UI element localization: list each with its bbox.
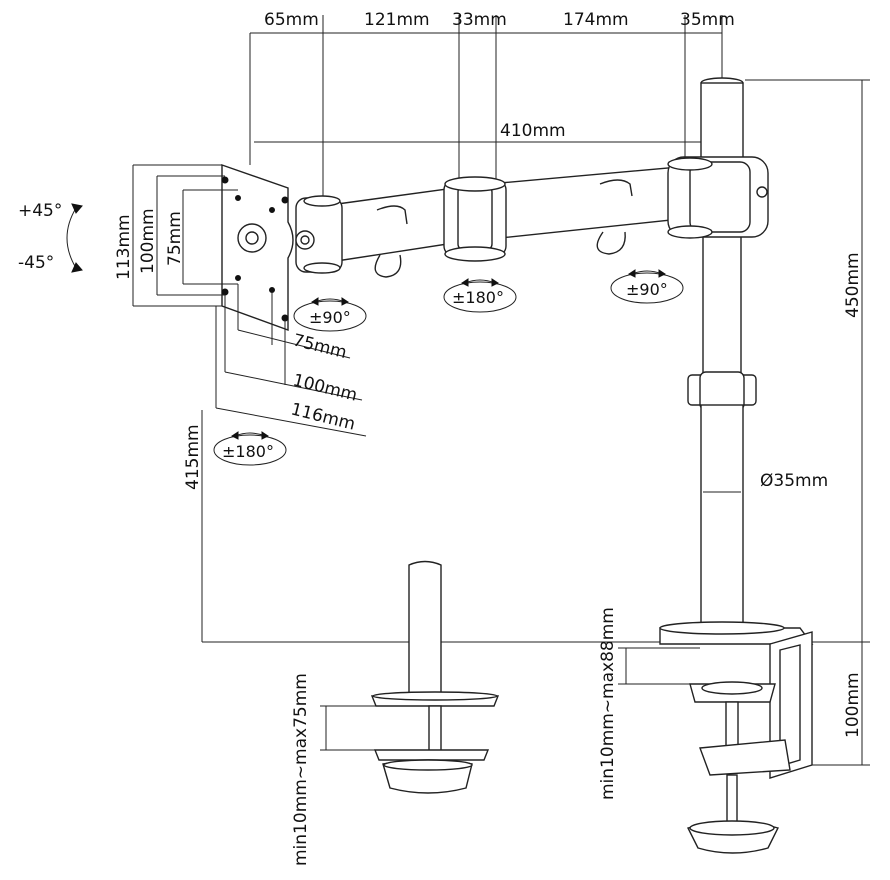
pole-height-label: 450mm (843, 252, 863, 318)
vesa-116mm-width-label: 116mm (289, 399, 357, 434)
grommet-range-label: min10mm~max75mm (291, 673, 311, 866)
dim-35mm-label: 35mm (680, 10, 735, 30)
grommet-range-lines (320, 705, 430, 751)
dim-174mm-label: 174mm (563, 10, 629, 30)
desk-clamp (659, 621, 814, 854)
top-dimension-lines (249, 15, 723, 200)
vesa-75mm-label: 75mm (165, 211, 185, 266)
tilt-arrow-icon (66, 207, 77, 269)
plate-rotation-label: ±180° (222, 442, 274, 461)
pole-diameter-label: Ø35mm (760, 471, 828, 491)
arm-assembly (295, 156, 769, 278)
rotation-badge-mid-joint (443, 278, 517, 313)
grommet-mount (370, 560, 500, 794)
dim-65mm-label: 65mm (264, 10, 319, 30)
desk-clamp-range-label: min10mm~max88mm (598, 607, 618, 800)
dim-121mm-label: 121mm (364, 10, 430, 30)
head-swivel-label: ±90° (309, 308, 351, 327)
vesa-plate (221, 164, 294, 331)
vesa-100mm-label: 100mm (138, 208, 158, 274)
tilt-up-label: +45° (18, 201, 62, 221)
dim-33mm-label: 33mm (452, 10, 507, 30)
pole-joint-label: ±90° (626, 280, 668, 299)
vesa-75mm-width-label: 75mm (291, 330, 349, 363)
mid-joint-label: ±180° (452, 288, 504, 307)
clamp-height-label: 100mm (843, 672, 863, 738)
tilt-down-label: -45° (18, 253, 54, 273)
vesa-113mm-label: 113mm (114, 214, 134, 280)
rotation-badge-head-swivel (293, 297, 367, 332)
rotation-badge-pole-joint (610, 269, 684, 304)
desk-clamp-range-lines (618, 647, 700, 685)
rotation-badge-plate (213, 431, 287, 466)
vesa-left-dimensions (132, 164, 238, 307)
dim-410mm-label: 410mm (500, 121, 566, 141)
max-height-label: 415mm (183, 424, 203, 490)
vesa-bottom-dimensions (215, 284, 367, 437)
